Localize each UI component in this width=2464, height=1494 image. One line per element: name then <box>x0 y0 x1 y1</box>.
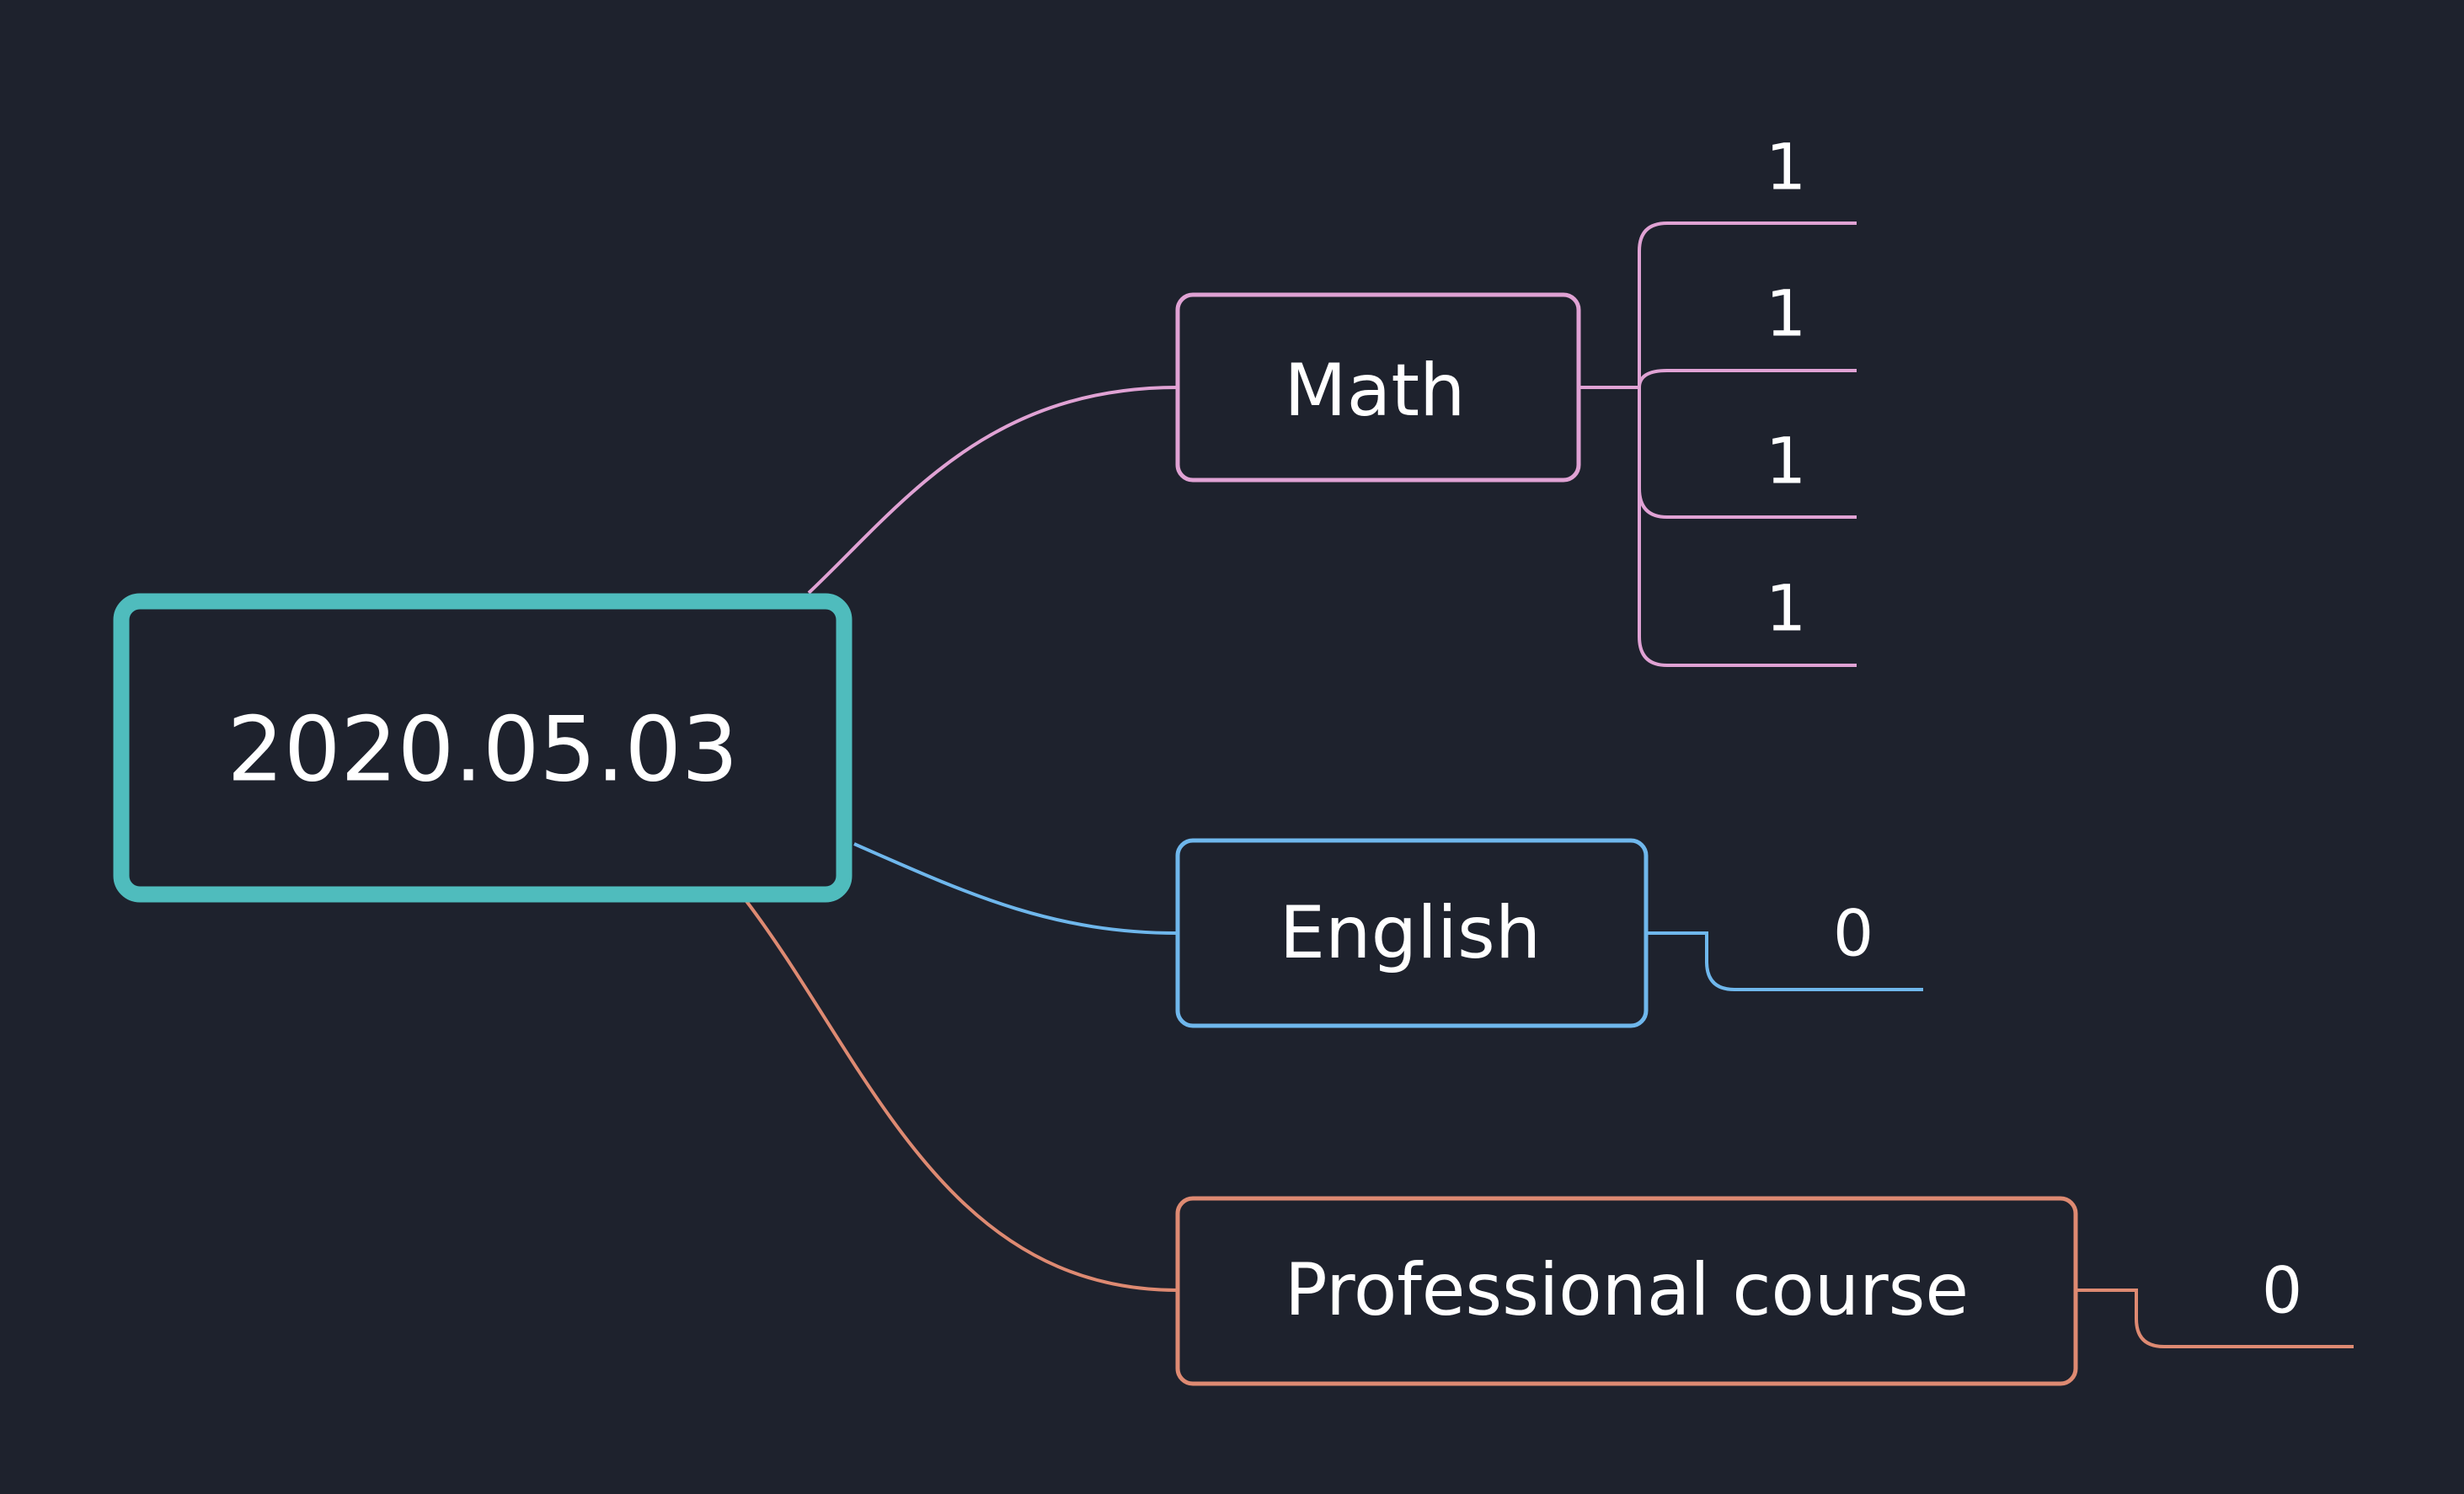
connector-root-math <box>807 386 1179 595</box>
english-child-connector <box>1646 931 1923 991</box>
connector-root-english <box>853 842 1179 935</box>
math-node-label: Math <box>1284 349 1465 433</box>
professional-node-box <box>1175 1196 2078 1386</box>
connector-root-professional <box>745 899 1179 1292</box>
english-node-label: English <box>1280 891 1542 975</box>
branch-node-professional-course[interactable]: Professional course <box>1175 1196 2078 1386</box>
english-child-label[interactable]: 0 <box>1833 896 1873 971</box>
professional-child-label[interactable]: 0 <box>2262 1253 2302 1328</box>
root-node-label: 2020.05.03 <box>227 698 739 802</box>
professional-child-connector <box>2076 1289 2354 1348</box>
professional-node-label: Professional course <box>1285 1248 1969 1332</box>
math-child-label[interactable]: 1 <box>1766 571 1806 646</box>
branch-node-math[interactable]: Math <box>1175 292 1581 483</box>
math-child-label[interactable]: 1 <box>1766 130 1806 205</box>
english-node-box <box>1175 838 1649 1028</box>
math-child-label[interactable]: 1 <box>1766 424 1806 499</box>
math-children-connectors <box>1579 221 1857 667</box>
root-node-box <box>113 593 853 903</box>
root-node[interactable]: 2020.05.03 <box>113 593 853 903</box>
math-node-box <box>1175 292 1581 483</box>
math-child-label[interactable]: 1 <box>1766 276 1806 351</box>
branch-node-english[interactable]: English <box>1175 838 1649 1028</box>
